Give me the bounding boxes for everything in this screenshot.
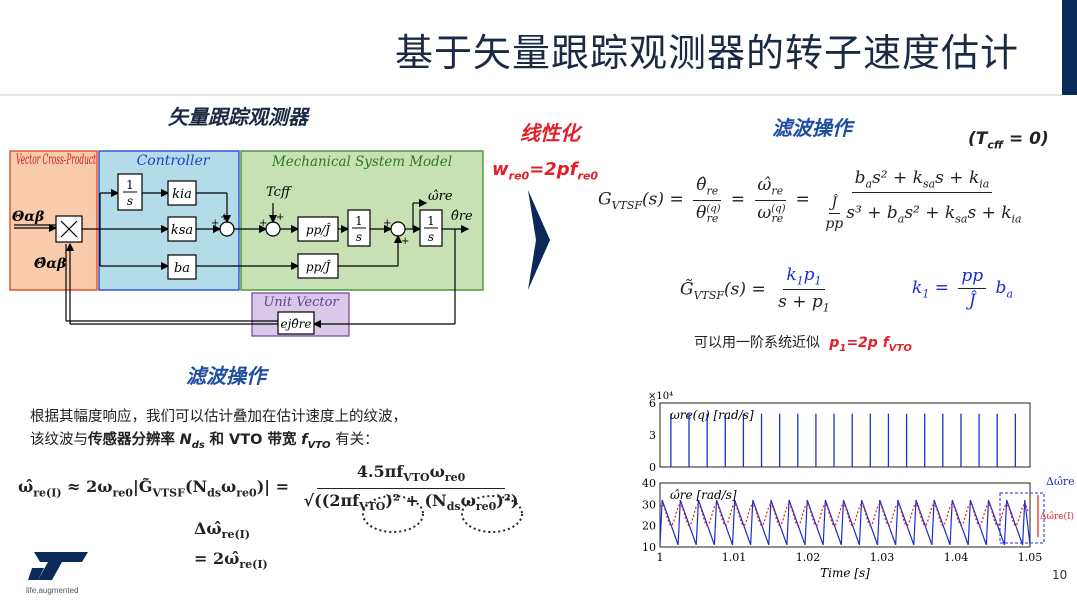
svg-text:pp/Ĵ: pp/Ĵ	[306, 259, 331, 274]
bottom-panel-label: ω̂re [rad/s]	[670, 488, 737, 502]
ripple-chart: 1 1.01 1.02 1.03 1.04 1.05 0 3 6 10 20 30 40 ×10⁴ ωr…	[642, 391, 1075, 580]
linearize-equation: wre0=2pfre0	[492, 159, 599, 183]
svg-text:1: 1	[355, 214, 363, 228]
svg-text:1: 1	[427, 214, 435, 228]
svg-text:pp/Ĵ: pp/Ĵ	[306, 222, 331, 237]
bottom-panel-series	[659, 499, 1031, 546]
unit-vector-label: Unit Vector	[263, 295, 339, 310]
controller-label: Controller	[137, 153, 211, 169]
svg-text:+: +	[259, 218, 267, 229]
delta-omega-inner-label: Δω̂re(I)	[1040, 511, 1074, 522]
x-tick-label: 1.01	[722, 551, 747, 564]
top-panel-label: ωre(q) [rad/s]	[670, 408, 754, 422]
pp-over-j-block-1	[297, 216, 339, 242]
svg-text:+: +	[211, 218, 219, 229]
mech-label: Mechanical System Model	[271, 154, 452, 170]
ripple-annotation-box	[999, 492, 1045, 544]
top-y-tick-label: 3	[649, 429, 656, 442]
ripple-text-line2: 该纹波与传感器分辨率 Nds 和 VTO 带宽 fVTO 有关：	[30, 432, 379, 451]
ripple-text-line1: 根据其幅度响应，我们可以估计叠加在估计速度上的纹波，	[30, 409, 407, 425]
bottom-y-tick-label: 40	[642, 477, 656, 490]
tcff-label: Tcff	[266, 185, 293, 200]
page-number: 10	[1052, 568, 1068, 582]
x-tick-label: 1.03	[870, 551, 895, 564]
delta-omega-outer-label: Δω̂re	[1046, 475, 1075, 488]
top-panel-frame	[659, 402, 1031, 468]
svg-text:ksa: ksa	[171, 223, 193, 238]
svg-text:kia: kia	[172, 187, 192, 202]
svg-text:1: 1	[126, 178, 134, 192]
linearize-heading: 线性化	[520, 121, 580, 145]
tcff-condition: (Tcff = 0)	[968, 129, 1049, 152]
bottom-y-tick-label: 20	[642, 520, 656, 533]
arrow-right-icon	[528, 190, 550, 290]
svg-text:+: +	[383, 218, 391, 229]
slide-title: 基于矢量跟踪观测器的转子速度估计	[395, 31, 1020, 75]
st-logo	[28, 552, 88, 580]
sum-junction-3	[390, 221, 406, 237]
svg-text:ejθ̂re: ejθ̂re	[281, 317, 312, 331]
top-y-scale: ×10⁴	[648, 391, 673, 402]
x-tick-label: 1	[657, 551, 664, 564]
filter-heading-right: 滤波操作	[772, 116, 852, 140]
theta-hat-input-label: Θ̂αβ	[34, 256, 67, 272]
x-axis-label: Time [s]	[820, 566, 870, 580]
svg-text:+: +	[220, 212, 228, 223]
svg-text:+: +	[401, 236, 409, 247]
theta-hat-output: θ̂re	[451, 209, 473, 224]
ba-block	[167, 254, 197, 280]
theta-input-label: Θαβ	[12, 209, 45, 225]
x-tick-label: 1.04	[944, 551, 969, 564]
block-diagram-heading: 矢量跟踪观测器	[168, 105, 308, 129]
top-y-tick-label: 0	[649, 461, 656, 474]
svg-text:ba: ba	[174, 261, 190, 276]
ripple-line	[659, 499, 1031, 546]
pp-over-j-block-2	[297, 253, 339, 279]
dotted-highlight-circles	[362, 495, 523, 533]
top-panel-series	[670, 413, 1016, 467]
exp-block	[277, 311, 315, 335]
svg-text:s: s	[127, 194, 133, 208]
approx-text: 可以用一阶系统近似 p1=2p fVTO	[694, 335, 912, 354]
vector-tracking-observer-diagram: Vector Cross-Product Controller Mechanic…	[9, 150, 484, 337]
logo-tagline: life.augmented	[26, 586, 79, 595]
x-tick-label: 1.02	[796, 551, 821, 564]
svg-text:+: +	[276, 212, 284, 223]
kia-block	[167, 180, 197, 206]
x-tick-label: 1.05	[1018, 551, 1043, 564]
ripple-equation: ω̂re(I) ≈ 2ωre0|G̃VTSF(Ndsωre0)| = 4.5πf…	[18, 462, 519, 514]
sum-junction-2	[265, 221, 281, 237]
top-y-tick-label: 6	[649, 397, 656, 410]
svg-text:s: s	[356, 230, 362, 244]
vcp-label: Vector Cross-Product	[16, 152, 96, 168]
sum-junction-1	[219, 221, 235, 237]
bottom-y-tick-label: 10	[642, 541, 656, 554]
omega-hat-output: ω̂re	[428, 189, 453, 204]
svg-text:s: s	[428, 230, 434, 244]
filter-heading-left: 滤波操作	[186, 364, 266, 388]
bottom-y-tick-label: 30	[642, 498, 656, 511]
title-accent-bar	[1062, 0, 1077, 95]
delta-omega-equation: Δω̂re(I)= 2ω̂re(I)	[194, 519, 268, 572]
